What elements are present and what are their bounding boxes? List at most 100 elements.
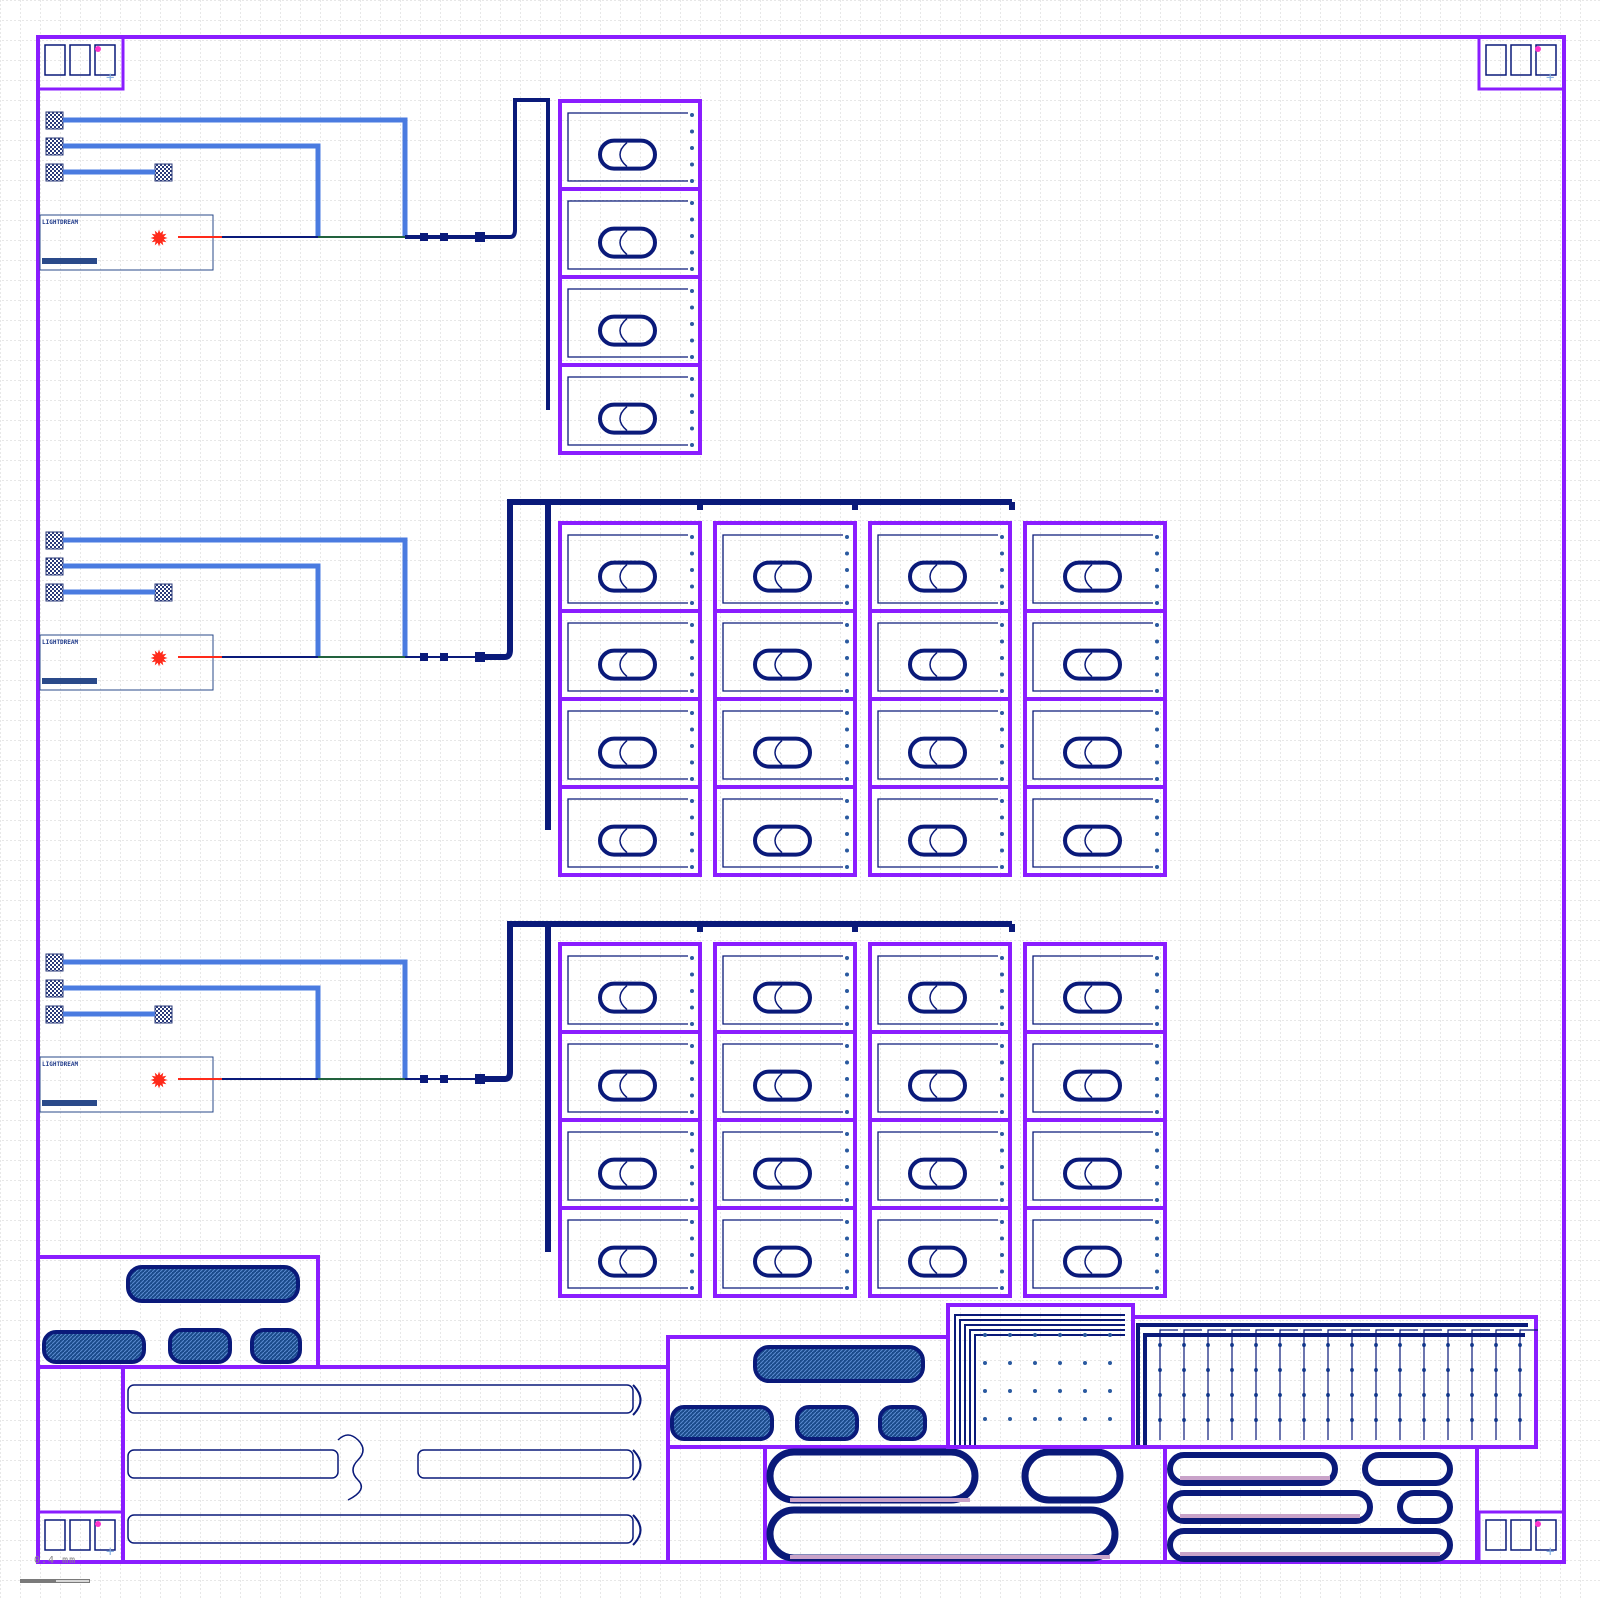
grating-coupler — [1000, 760, 1004, 765]
grating-coupler — [1155, 1005, 1159, 1010]
grating-coupler — [845, 799, 849, 803]
coupler — [929, 1249, 938, 1275]
scale-bar: 0.4 mm — [20, 1555, 90, 1585]
coupler — [929, 1073, 938, 1099]
alignment-mark-details — [44, 44, 1557, 1551]
grating-coupler — [845, 568, 849, 572]
long-waveguide — [127, 1514, 634, 1544]
coupler — [619, 406, 628, 432]
ring-resonator — [908, 560, 967, 593]
grating-coupler — [690, 1005, 694, 1010]
grating-coupler — [690, 744, 694, 748]
coupler — [929, 564, 938, 590]
grating-coupler — [1155, 1022, 1159, 1026]
grating-coupler — [1000, 1269, 1004, 1274]
grating-coupler — [1155, 601, 1159, 605]
marker-dot — [95, 46, 101, 52]
coupler — [619, 1249, 628, 1275]
grating-coupler — [1083, 1361, 1087, 1365]
bus-waveguide — [567, 288, 688, 358]
splitter-branch — [1231, 1329, 1250, 1440]
coupler — [774, 740, 783, 766]
bus-waveguide — [877, 1043, 998, 1113]
grating-coupler — [1000, 689, 1004, 693]
grating-coupler — [1000, 972, 1004, 977]
ring-resonator — [598, 1157, 657, 1190]
grating-coupler — [845, 727, 849, 732]
splitter-ticks — [983, 1329, 1538, 1440]
grating-coupler — [1155, 1236, 1159, 1241]
grating-coupler — [1155, 1220, 1159, 1224]
grating-coupler — [690, 848, 694, 853]
waveguide-bus — [405, 98, 550, 410]
grating-coupler — [845, 672, 849, 677]
cross-glyph: + — [1546, 1544, 1554, 1560]
grating-coupler — [1155, 832, 1159, 836]
grating-coupler — [1083, 1417, 1087, 1421]
laser-block[interactable]: LIGHTDREAM ✹ — [39, 921, 1015, 1252]
grating-coupler — [845, 584, 849, 589]
ring-resonator — [753, 560, 812, 593]
grating-coupler — [1108, 1361, 1112, 1365]
coupler — [1084, 1249, 1093, 1275]
scale-label: 0.4 mm — [34, 1555, 77, 1566]
grating-coupler — [845, 777, 849, 781]
grating-coupler — [845, 744, 849, 748]
grating-coupler — [690, 1093, 694, 1098]
long-waveguide — [127, 1449, 339, 1479]
coupler — [1084, 1073, 1093, 1099]
grating-coupler — [690, 865, 694, 869]
grating-coupler — [983, 1333, 987, 1337]
grating-coupler — [845, 1077, 849, 1081]
laser-block[interactable]: LIGHTDREAM ✹ — [39, 499, 1015, 830]
grating-coupler — [1155, 1060, 1159, 1065]
grating-coupler — [1000, 1022, 1004, 1026]
grating-coupler — [690, 179, 694, 183]
bus-waveguide — [1032, 534, 1153, 604]
ring-resonator — [753, 1245, 812, 1278]
grating-coupler — [690, 289, 694, 293]
bond-pad-icon — [45, 137, 64, 156]
ring-resonator — [908, 1245, 967, 1278]
cross-glyph: + — [106, 1544, 114, 1560]
long-waveguide — [417, 1449, 634, 1479]
bond-pad-icon — [45, 557, 64, 576]
bond-pad-icon — [154, 163, 173, 182]
coupler — [774, 985, 783, 1011]
electrical-trace — [63, 143, 321, 237]
grating-coupler — [1155, 623, 1159, 627]
ring-resonator — [908, 1069, 967, 1102]
spiral-racetrack — [126, 1265, 300, 1303]
splitter-branch — [1495, 1329, 1514, 1440]
grating-coupler — [690, 568, 694, 572]
grating-coupler — [1155, 727, 1159, 732]
bond-pad-icon — [154, 583, 173, 602]
grating-coupler — [983, 1417, 987, 1421]
bus-waveguide — [567, 710, 688, 780]
grating-coupler — [1155, 1269, 1159, 1274]
grating-coupler — [690, 1220, 694, 1224]
grating-coupler — [1000, 1220, 1004, 1224]
laser-block[interactable]: LIGHTDREAM ✹ — [39, 98, 550, 410]
grating-coupler — [1033, 1333, 1037, 1337]
racetrack — [1167, 1528, 1453, 1562]
grating-coupler — [845, 711, 849, 715]
grating-coupler — [690, 1236, 694, 1241]
ring-resonator — [1063, 981, 1122, 1014]
waveguide-bus — [485, 499, 1015, 830]
coupler — [619, 318, 628, 344]
grating-coupler — [690, 956, 694, 960]
splitter-branch — [1327, 1329, 1346, 1440]
ring-resonator — [753, 824, 812, 857]
grating-coupler — [690, 1181, 694, 1186]
ring-resonator — [908, 648, 967, 681]
grating-coupler — [1000, 535, 1004, 539]
grating-coupler — [845, 656, 849, 660]
marker-dot — [1535, 46, 1541, 52]
grating-coupler — [690, 250, 694, 255]
bus-waveguide — [567, 798, 688, 868]
ring-resonator — [908, 1157, 967, 1190]
ring-resonator — [598, 648, 657, 681]
grating-coupler — [1155, 656, 1159, 660]
